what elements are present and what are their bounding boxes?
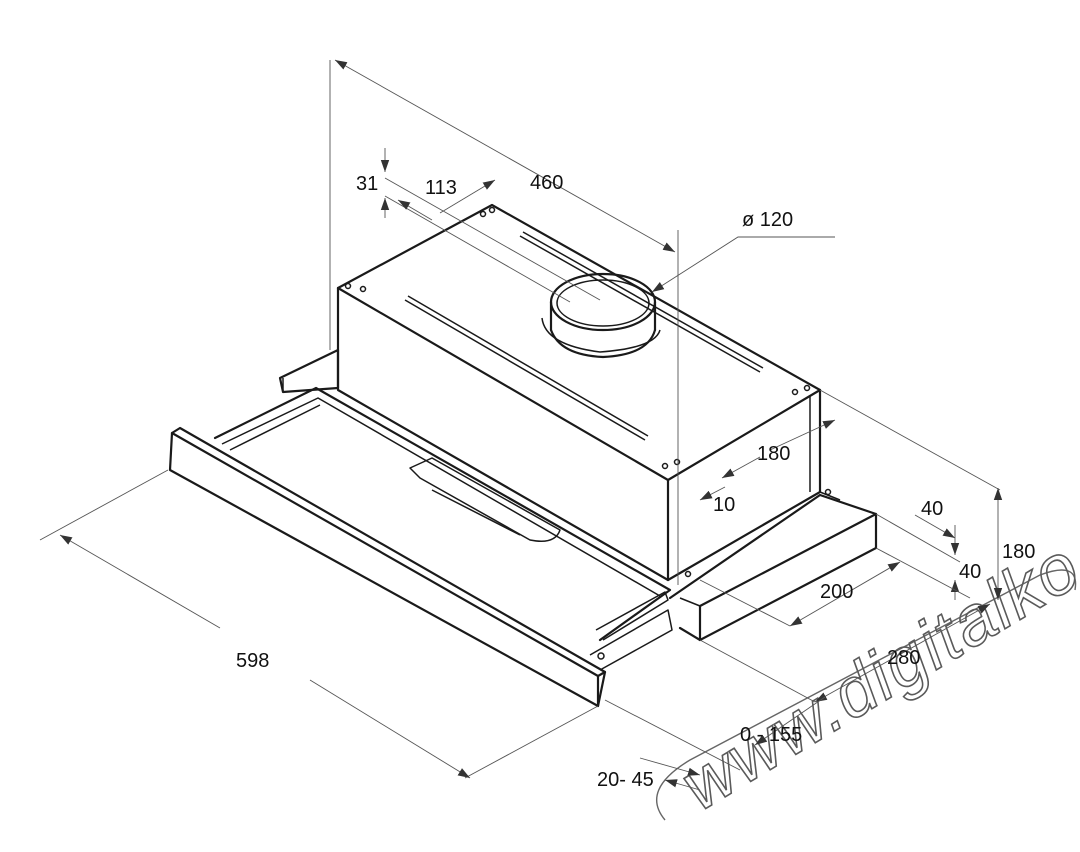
label-step-height: 40 (959, 561, 981, 583)
slide-out-tray (168, 386, 673, 708)
label-total-height: 180 (1002, 541, 1035, 563)
rear-rail (278, 348, 340, 394)
label-duct-diameter: ø 120 (742, 209, 793, 231)
label-extension: 0 - 155 (740, 724, 802, 746)
label-duct-side: 180 (757, 443, 790, 465)
label-rail-length: 280 (887, 647, 920, 669)
label-step-depth: 40 (921, 498, 943, 520)
label-front-offset: 20- 45 (597, 769, 654, 791)
label-side-length: 200 (820, 581, 853, 603)
label-top-offset: 113 (425, 177, 457, 199)
dimension-labels: 460 113 31 ø 120 180 10 40 40 180 200 28… (236, 172, 1035, 791)
watermark-text: www.digitalko.hu (668, 473, 1080, 825)
label-top-height: 31 (356, 173, 378, 195)
dimension-lines (39, 59, 1003, 791)
label-depth-total: 460 (530, 172, 563, 194)
label-width: 598 (236, 650, 269, 672)
label-duct-edge: 10 (713, 494, 735, 516)
side-bracket (668, 488, 878, 642)
hood-body (336, 203, 822, 582)
watermark: www.digitalko.hu (656, 472, 1080, 826)
